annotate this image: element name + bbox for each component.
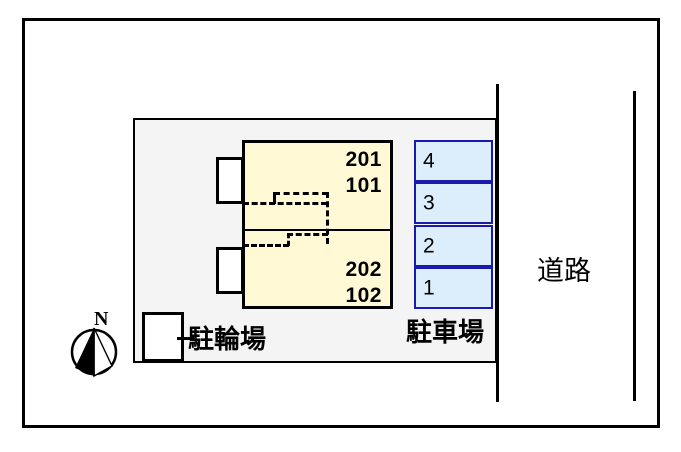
compass-rose-icon: N bbox=[67, 308, 127, 380]
apartment-building: 201 101 202 102 bbox=[242, 140, 393, 309]
access-path-dashed-lower-run bbox=[287, 233, 328, 236]
compass-north-icon: N bbox=[70, 308, 118, 378]
road-edge-line-inner bbox=[496, 84, 499, 402]
access-path-dashed-lower bbox=[243, 244, 289, 247]
access-path-dashed-upper-run bbox=[274, 192, 328, 195]
access-path-dashed-riser-upper bbox=[273, 192, 276, 204]
svg-text:N: N bbox=[94, 308, 109, 330]
road-label: 道路 bbox=[537, 256, 591, 287]
unit-labels-upper: 201 101 bbox=[345, 147, 382, 199]
parking-stall-4: 4 bbox=[414, 140, 493, 182]
unit-block-upper: 201 101 bbox=[245, 143, 390, 231]
road-edge-line-outer bbox=[633, 91, 636, 401]
parking-stall-number-1: 1 bbox=[423, 276, 435, 300]
bicycle-parking-label: 駐輪場 bbox=[188, 325, 267, 355]
parking-stall-number-2: 2 bbox=[423, 234, 435, 258]
bicycle-parking-leader-line bbox=[177, 337, 194, 340]
parking-stall-2: 2 bbox=[414, 225, 493, 267]
access-path-dashed-vertical bbox=[326, 192, 329, 244]
entrance-lower-unit bbox=[216, 247, 244, 294]
parking-stall-3: 3 bbox=[414, 182, 493, 224]
access-path-dashed-riser-lower bbox=[287, 233, 290, 246]
parking-stall-number-3: 3 bbox=[423, 191, 435, 215]
plan-outer-frame: 道路 201 101 202 102 bbox=[22, 18, 660, 428]
entrance-upper-unit bbox=[216, 157, 244, 204]
unit-number-101: 101 bbox=[345, 174, 382, 197]
unit-number-202: 202 bbox=[345, 258, 382, 281]
parking-lot-label: 駐車場 bbox=[406, 318, 485, 348]
unit-block-lower: 202 102 bbox=[245, 231, 390, 312]
unit-number-201: 201 bbox=[345, 148, 382, 171]
parking-stall-1: 1 bbox=[414, 267, 493, 309]
access-path-dashed-upper bbox=[243, 202, 327, 205]
unit-number-102: 102 bbox=[345, 284, 382, 307]
parking-stall-number-4: 4 bbox=[423, 149, 435, 173]
parking-stall-group: 4 3 2 1 bbox=[414, 140, 493, 309]
unit-labels-lower: 202 102 bbox=[345, 257, 382, 309]
